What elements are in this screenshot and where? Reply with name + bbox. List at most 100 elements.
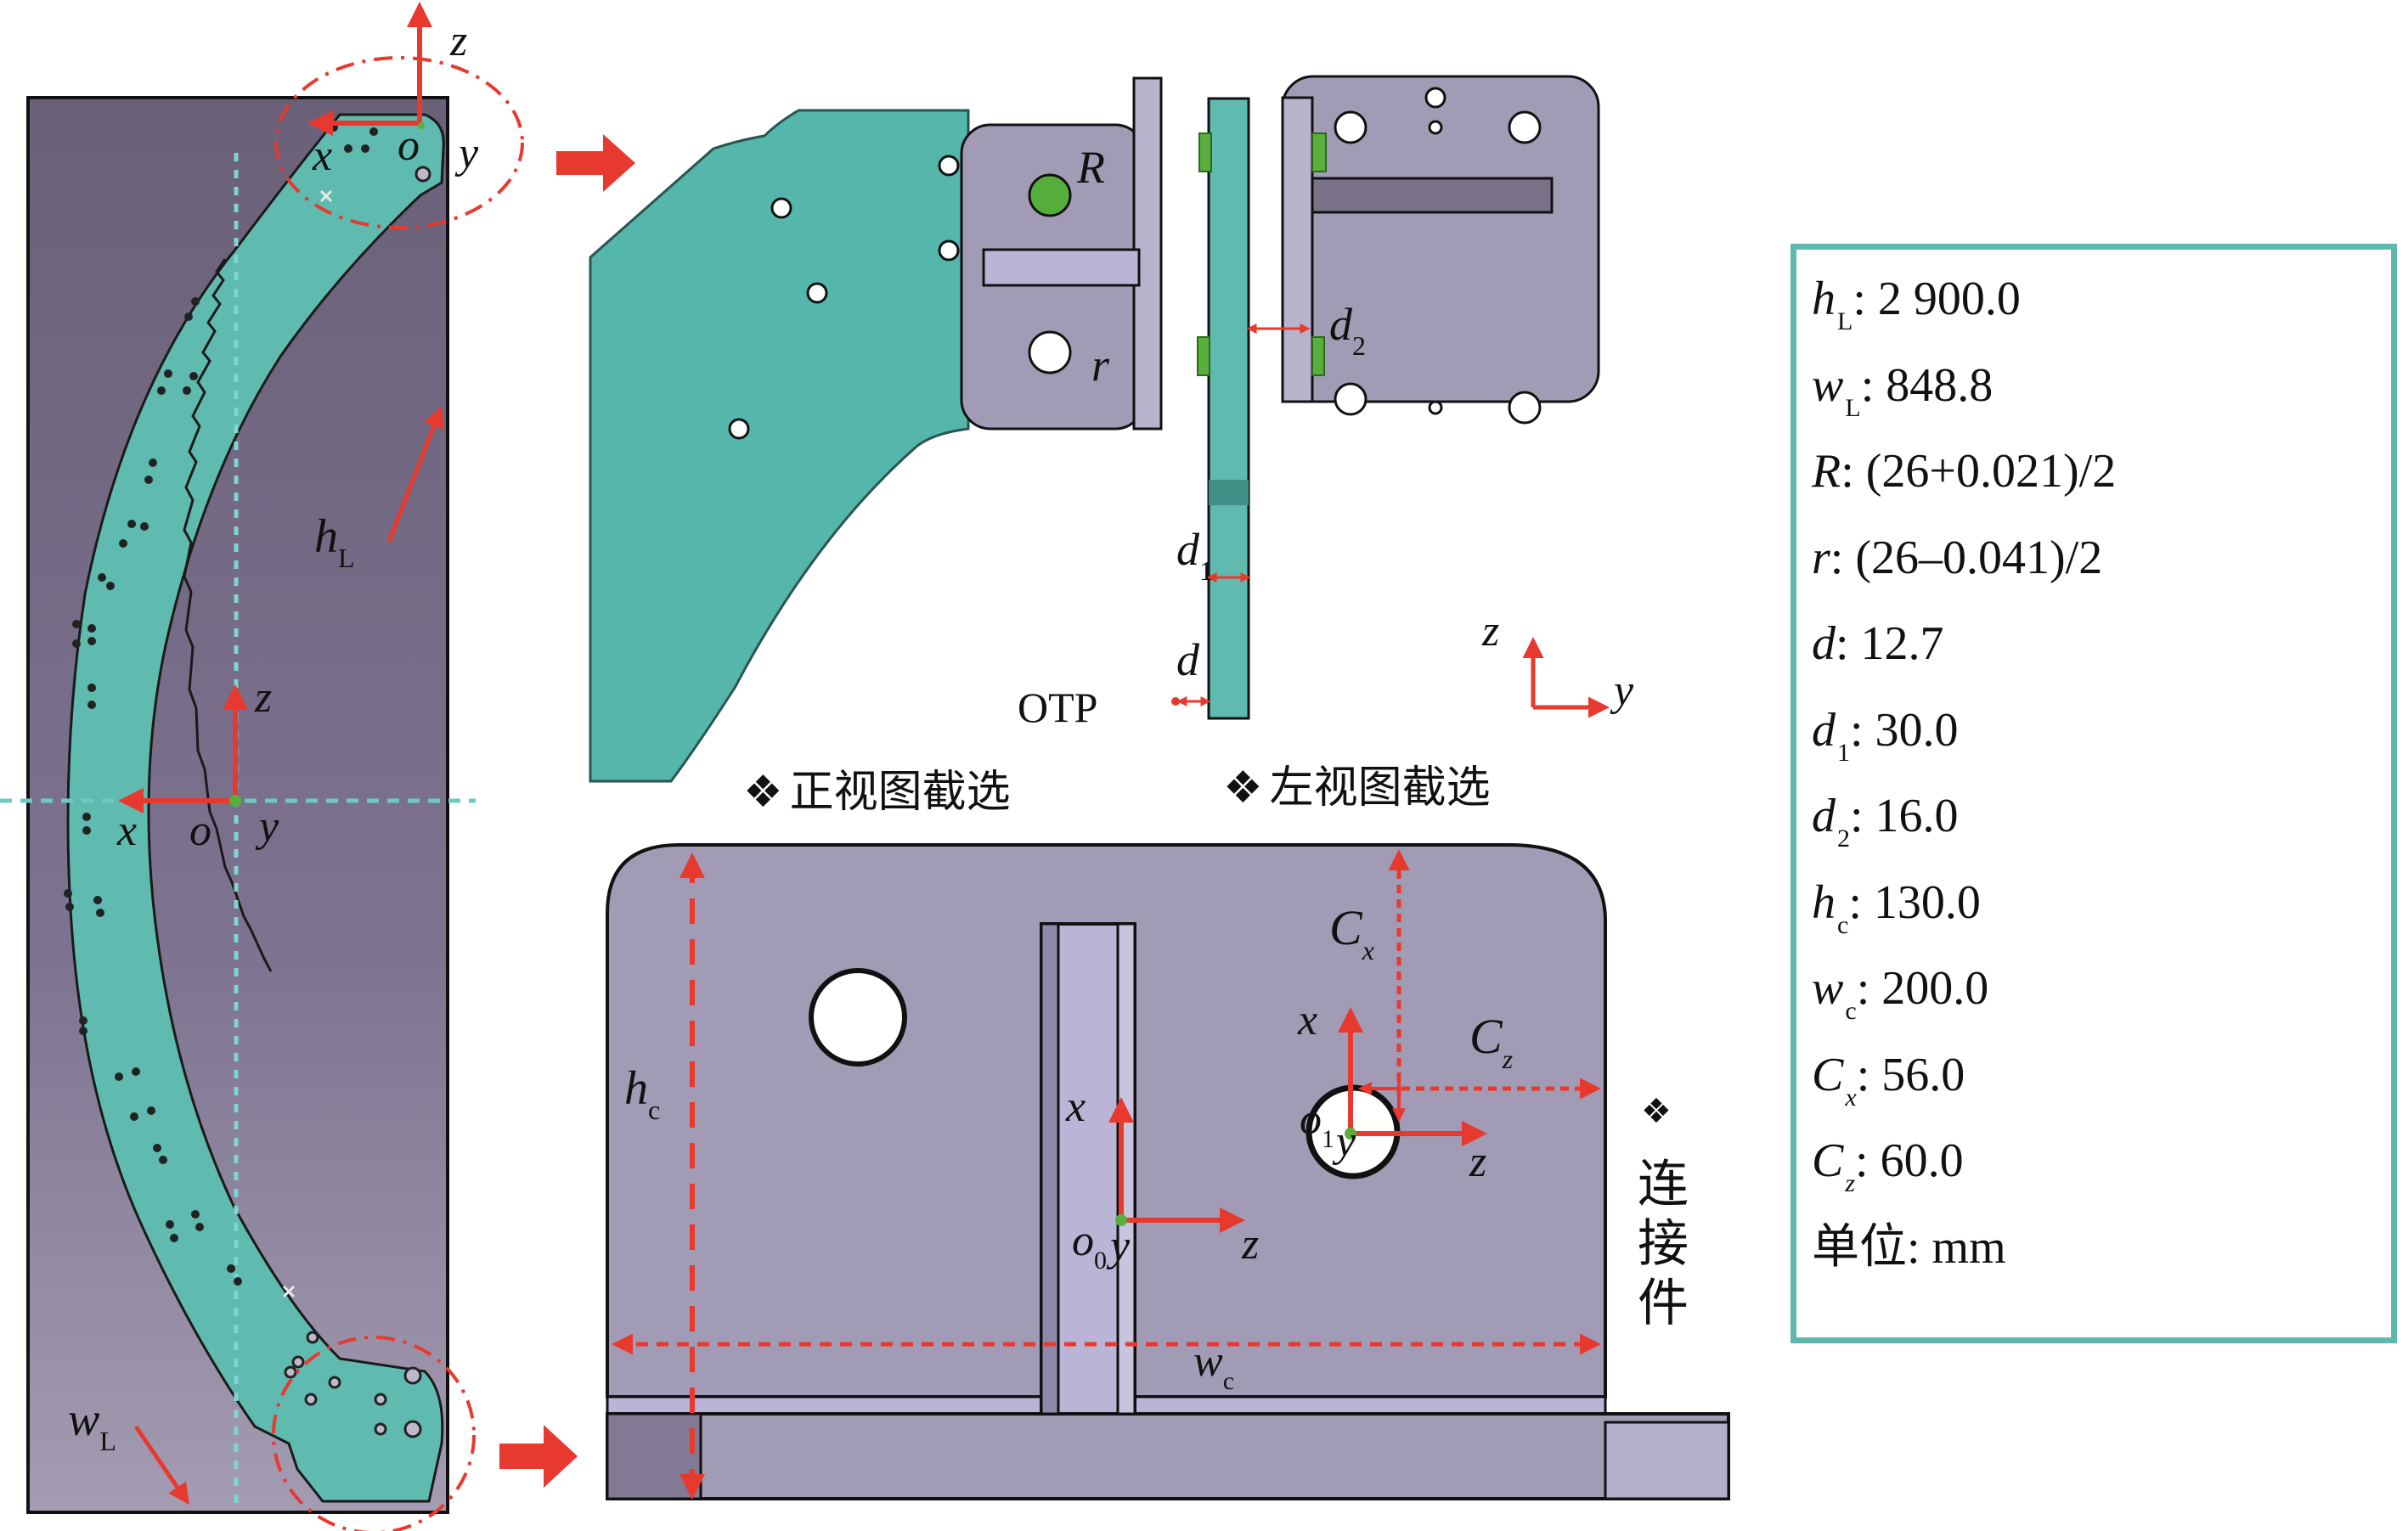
o1-origin-dot — [1345, 1128, 1356, 1140]
o1-z-label: z — [1469, 1138, 1486, 1186]
front-view: R r OTP ❖正视图截选 — [589, 76, 1163, 818]
front-bracket-body — [589, 109, 970, 783]
centroid-marker-top — [319, 189, 333, 203]
front-view-caption: ❖正视图截选 — [743, 767, 1011, 818]
center-x-label: x — [116, 807, 137, 855]
top-o-label: o — [398, 121, 420, 170]
side-view-caption: ❖左视图截选 — [1223, 763, 1491, 813]
cz-label: Cz — [1469, 1009, 1514, 1074]
parameter-value: : 2 900.0 — [1853, 273, 2021, 325]
parameter-subscript: L — [1837, 307, 1853, 335]
side-connector-flange — [1281, 96, 1314, 403]
hc-label: hc — [624, 1062, 660, 1125]
parameter-value: : 16.0 — [1850, 790, 1959, 842]
connector-base-right-block — [1604, 1421, 1730, 1500]
hole-r-label: r — [1091, 340, 1110, 391]
connector-base-left-block — [606, 1412, 702, 1500]
parameter-value: : 130.0 — [1848, 875, 1981, 929]
height-dimension-arrow — [386, 406, 444, 543]
parameter-subscript: 1 — [1837, 738, 1850, 767]
o0-origin-dot — [1115, 1214, 1127, 1226]
hole-R-label: R — [1076, 142, 1105, 193]
bracket-hole-dots — [64, 123, 378, 1286]
centroid-marker-bottom — [282, 1285, 296, 1298]
parameter-symbol: w — [1812, 962, 1844, 1015]
top-x-label: x — [312, 132, 332, 180]
d-label: d — [1176, 634, 1200, 685]
side-y-label: y — [1610, 667, 1634, 715]
parameter-subscript: c — [1845, 997, 1857, 1025]
height-dim-label: hL — [314, 510, 355, 573]
bracket-outer-teeth — [183, 258, 273, 972]
center-o-label: o — [189, 807, 211, 855]
d2-label: d2 — [1329, 299, 1366, 361]
parameter-subscript: c — [1837, 910, 1849, 939]
o0-o-label: o0y — [1072, 1217, 1131, 1275]
parameter-subscript: L — [1845, 393, 1861, 422]
connector-caption-char-3: 件 — [1638, 1274, 1689, 1333]
side-bracket-bar — [1207, 97, 1250, 720]
parameter-symbol: h — [1812, 273, 1836, 325]
parameter-row: 单位: mm — [1812, 1213, 2391, 1300]
front-small-holes — [728, 155, 960, 440]
connector-view: hc wc Cx Cz x o0y z x o1y z ❖ 连 接 件 — [606, 843, 1730, 1500]
parameter-row: Cz: 60.0 — [1812, 1127, 2391, 1213]
side-holes — [1334, 87, 1542, 425]
parameter-row: hc: 130.0 — [1812, 869, 2391, 955]
parameter-symbol: d — [1812, 617, 1836, 670]
connector-left-hole — [809, 968, 907, 1067]
front-hole-r — [1028, 330, 1072, 374]
parameter-subscript: z — [1845, 1169, 1856, 1197]
width-dim-label: wL — [68, 1393, 116, 1456]
parameter-symbol: C — [1812, 1134, 1844, 1187]
parameter-row: wc: 200.0 — [1812, 954, 2391, 1041]
width-dimension-arrow — [133, 1425, 189, 1506]
center-origin-dot — [229, 795, 241, 807]
parameter-value: : 30.0 — [1850, 703, 1959, 757]
parameter-value: : mm — [1907, 1220, 2006, 1274]
cx-label: Cx — [1329, 900, 1374, 965]
highlight-ellipse-top — [274, 56, 524, 229]
o0-z-label: z — [1241, 1220, 1259, 1269]
o1-o-label: o1y — [1300, 1095, 1356, 1166]
parameter-row: d2: 16.0 — [1812, 782, 2391, 869]
side-slot — [1311, 177, 1554, 214]
top-origin-dot — [418, 122, 425, 129]
parameter-row: d: 12.7 — [1812, 610, 2391, 696]
side-z-label: z — [1481, 607, 1499, 656]
parameter-row: r: (26–0.041)/2 — [1812, 524, 2391, 611]
connector-caption-char-1: 连 — [1638, 1155, 1689, 1214]
otp-label: OTP — [1018, 684, 1097, 731]
side-bolts — [1197, 132, 1327, 376]
front-hole-R — [1028, 173, 1072, 217]
parameter-value: : 56.0 — [1856, 1048, 1965, 1101]
o1-x-label: x — [1297, 996, 1317, 1044]
arrow-to-connector-view — [499, 1425, 578, 1488]
connector-caption-bullet: ❖ — [1641, 1092, 1672, 1131]
parameter-symbol: d — [1812, 790, 1836, 842]
parameter-value: : 12.7 — [1836, 617, 1944, 670]
parameter-subscript: x — [1845, 1083, 1857, 1112]
side-bracket-shadow-band — [1209, 480, 1249, 505]
top-y-label: y — [454, 129, 479, 177]
parameter-symbol: r — [1812, 531, 1830, 584]
wc-label: wc — [1193, 1337, 1234, 1395]
parameter-value: : (26–0.041)/2 — [1830, 531, 2103, 584]
parameter-symbol: C — [1812, 1048, 1844, 1101]
parameter-value: : 848.8 — [1860, 358, 1994, 412]
parameter-row: Cx: 56.0 — [1812, 1041, 2391, 1128]
highlight-ellipse-bottom — [272, 1336, 476, 1531]
curved-bracket — [66, 113, 445, 1503]
top-z-label: z — [449, 17, 467, 65]
parameter-symbol: h — [1812, 875, 1836, 929]
parameter-symbol: d — [1812, 703, 1836, 757]
front-connector-slot — [982, 248, 1141, 287]
connector-slot-left-wall — [1040, 922, 1060, 1416]
center-y-label: y — [255, 802, 279, 851]
parameter-row: wL: 848.8 — [1812, 352, 2391, 438]
parameter-subscript: 2 — [1837, 825, 1850, 853]
arrow-to-front-view — [556, 134, 635, 192]
parameter-row: d1: 30.0 — [1812, 696, 2391, 783]
